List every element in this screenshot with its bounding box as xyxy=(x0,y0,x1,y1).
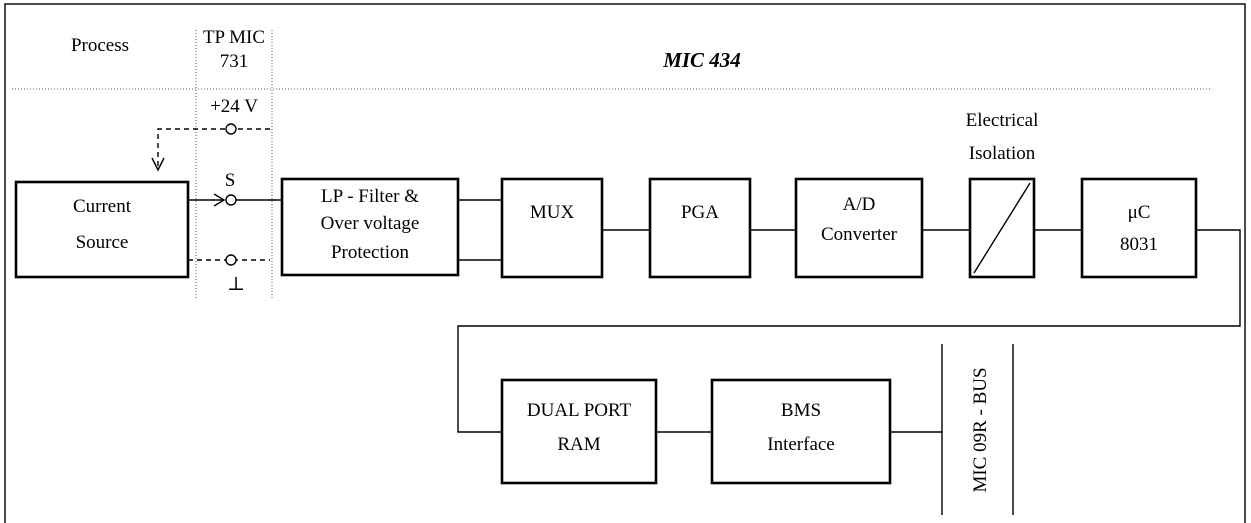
lp-filter-block xyxy=(280,177,460,277)
bms-interface-block xyxy=(710,378,892,485)
uc-block xyxy=(1080,177,1198,279)
bms-line1: BMS xyxy=(781,400,821,421)
supply-terminal xyxy=(225,123,237,135)
dpram-line1: DUAL PORT xyxy=(527,400,632,421)
ground-terminal xyxy=(225,254,237,266)
dpram-line2: RAM xyxy=(557,434,600,455)
dpram-block xyxy=(500,378,658,485)
process-label: Process xyxy=(71,35,129,56)
current-source-block xyxy=(14,180,190,279)
signal-arrow-head xyxy=(213,193,226,207)
lp-filter-line3: Protection xyxy=(331,242,410,263)
uc-to-dpram-wire xyxy=(457,229,1241,433)
adc-block xyxy=(794,177,924,279)
mux-label: MUX xyxy=(530,202,575,223)
isolation-diagonal xyxy=(973,182,1031,274)
supply-terminal-label: +24 V xyxy=(210,96,258,117)
tp-label-line1: TP MIC xyxy=(203,27,265,48)
uc-line1: μC xyxy=(1128,202,1151,223)
ground-terminal-label: ⊥ xyxy=(227,274,245,295)
supply-arrow-head xyxy=(151,157,165,172)
bus-label: MIC 09R - BUS xyxy=(970,367,991,492)
current-source-line1: Current xyxy=(73,196,132,217)
current-source-line2: Source xyxy=(76,232,129,253)
outer-frame xyxy=(4,3,1246,523)
isolation-label-line1: Electrical xyxy=(966,110,1039,131)
lp-filter-line2: Over voltage xyxy=(321,213,420,234)
uc-line2: 8031 xyxy=(1120,234,1158,255)
signal-terminal xyxy=(225,194,237,206)
isolation-label-line2: Isolation xyxy=(969,143,1036,164)
isolation-block xyxy=(968,177,1036,279)
adc-line2: Converter xyxy=(821,224,898,245)
lp-filter-line1: LP - Filter & xyxy=(321,186,419,207)
signal-terminal-label: S xyxy=(225,170,236,191)
bms-line2: Interface xyxy=(767,434,835,455)
pga-block xyxy=(648,177,752,279)
adc-line1: A/D xyxy=(843,194,876,215)
mux-block xyxy=(500,177,604,279)
supply-dashed-line xyxy=(157,128,270,166)
pga-label: PGA xyxy=(681,202,719,223)
tp-label-line2: 731 xyxy=(220,51,249,72)
diagram-title: MIC 434 xyxy=(662,48,741,72)
